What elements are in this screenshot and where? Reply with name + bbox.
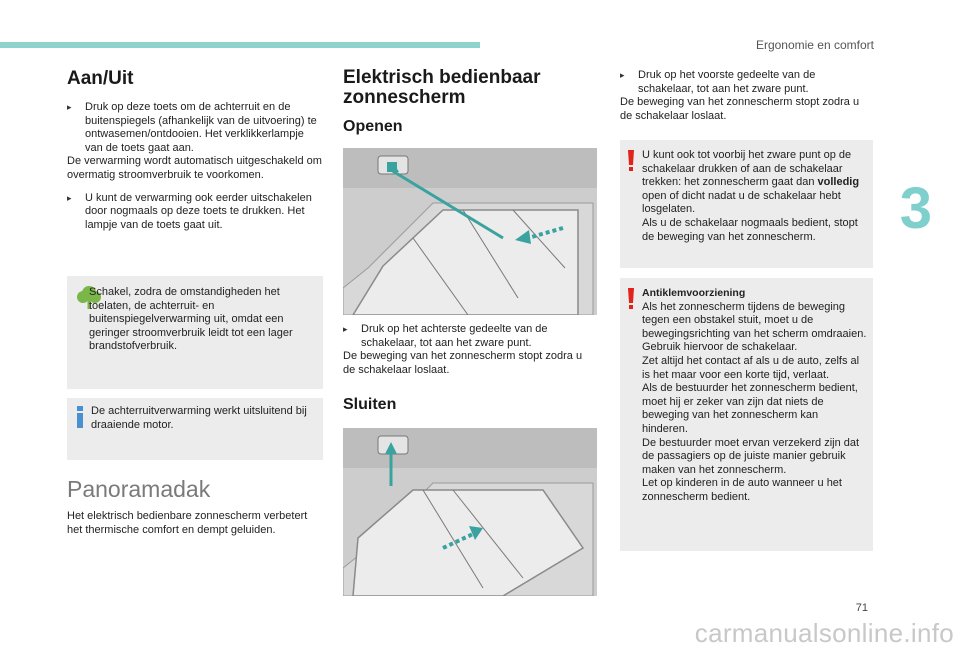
warning-paragraph: Als de bestuurder het zonnescherm bedien… [642, 382, 858, 435]
warning-paragraph: Als het zonnescherm tijdens de beweging … [642, 300, 867, 354]
info-note-text: De achterruitverwarming werkt uitsluiten… [91, 405, 307, 431]
info-note-box: De achterruitverwarming werkt uitsluiten… [67, 398, 323, 460]
header-accent-bar [0, 42, 480, 48]
heading-sluiten: Sluiten [343, 396, 397, 413]
info-icon [77, 406, 83, 428]
warning-exclamation-icon [628, 150, 634, 171]
warning-text: U kunt ook tot voorbij het zware punt op… [642, 149, 867, 244]
roof-illustration [343, 428, 597, 596]
eco-note-text: Schakel, zodra de omstandigheden het toe… [89, 286, 293, 353]
antiklem-title: Antiklemvoorziening [642, 287, 746, 299]
bullet-item: Druk op het voorste gedeelte van de scha… [620, 69, 874, 96]
page-number: 71 [855, 602, 868, 614]
bullet-item: U kunt de verwarming ook eerder uitschak… [67, 192, 322, 233]
antiklem-text: Antiklemvoorziening Als het zonnescherm … [642, 287, 867, 505]
paragraph: De beweging van het zonnescherm stopt zo… [620, 96, 860, 122]
warning-box-full-travel: U kunt ook tot voorbij het zware punt op… [620, 140, 873, 268]
roof-illustration [343, 148, 597, 315]
heading-panoramadak: Panoramadak [67, 476, 211, 502]
paragraph: De verwarming wordt automatisch uitgesch… [67, 155, 322, 181]
warning-box-antiklem: Antiklemvoorziening Als het zonnescherm … [620, 278, 873, 551]
warning-paragraph: Zet altijd het contact af als u de auto,… [642, 354, 860, 381]
leaf-tree-icon [77, 286, 101, 309]
roof-sunshade-close-illustration [343, 428, 597, 596]
text-span: open of dicht nadat u de schakelaar hebt… [642, 189, 841, 216]
warning-exclamation-icon [628, 288, 634, 309]
heading-aan-uit: Aan/Uit [67, 68, 134, 89]
heading-line: zonnescherm [343, 87, 466, 108]
emphasis: volledig [817, 176, 860, 189]
paragraph: De beweging van het zonnescherm stopt zo… [343, 350, 583, 376]
heading-zonnescherm: Elektrisch bedienbaar zonnescherm [343, 68, 540, 108]
eco-note-box: Schakel, zodra de omstandigheden het toe… [67, 276, 323, 389]
warning-paragraph: Let op kinderen in de auto wanneer u het… [642, 477, 842, 503]
col1-body: Druk op deze toets om de achterruit en d… [67, 101, 322, 232]
warning-paragraph: De bestuurder moet ervan verzekerd zijn … [642, 436, 860, 476]
bullet-item: Druk op deze toets om de achterruit en d… [67, 101, 322, 155]
warning-paragraph: U kunt ook tot voorbij het zware punt op… [642, 149, 867, 217]
heading-openen: Openen [343, 118, 403, 135]
chapter-number: 3 [899, 176, 932, 241]
bullet-item: Druk op het achterste gedeelte van de sc… [343, 323, 597, 350]
roof-sunshade-open-illustration [343, 148, 597, 315]
text-span: U kunt ook tot voorbij het zware punt op… [642, 149, 852, 189]
section-title: Ergonomie en comfort [755, 38, 874, 52]
col3-body: Druk op het voorste gedeelte van de scha… [620, 69, 874, 123]
pano-intro-text: Het elektrisch bedienbare zonnescherm ve… [67, 510, 308, 536]
watermark: carmanualsonline.info [694, 618, 954, 648]
col2-open-body: Druk op het achterste gedeelte van de sc… [343, 323, 597, 377]
warning-paragraph: Als u de schakelaar nogmaals bedient, st… [642, 216, 858, 243]
heading-line: Elektrisch bedienbaar [343, 67, 541, 88]
